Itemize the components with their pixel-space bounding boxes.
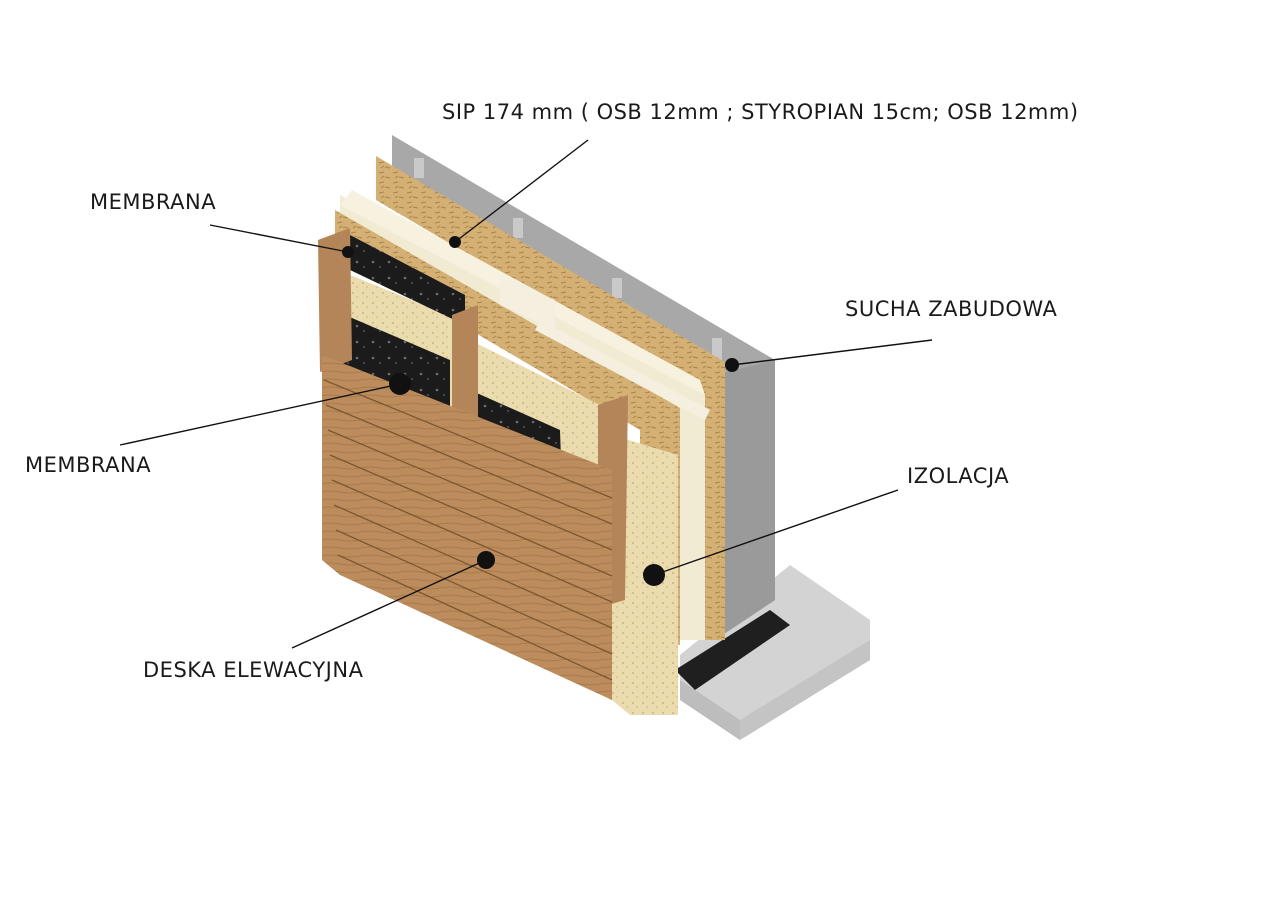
leader-line-sip xyxy=(454,139,589,243)
drywall-layer xyxy=(392,135,775,640)
label-sip: SIP 174 mm ( OSB 12mm ; STYROPIAN 15cm; … xyxy=(442,100,1079,124)
cladding-boards xyxy=(322,355,613,700)
leader-line-membrana-mid xyxy=(119,383,401,446)
label-membrana-mid: MEMBRANA xyxy=(25,453,152,477)
label-sucha-zabudowa: SUCHA ZABUDOWA xyxy=(845,297,1058,321)
leader-line-deska xyxy=(291,559,487,649)
dot-deska xyxy=(477,551,495,569)
concrete-foundation xyxy=(675,565,870,740)
leader-line-sucha-zabudowa xyxy=(731,339,933,366)
label-membrana-top: MEMBRANA xyxy=(90,190,217,214)
leader-line-izolacja xyxy=(653,489,899,576)
leader-lines xyxy=(119,139,933,649)
dot-sucha-zabudowa xyxy=(725,358,739,372)
label-deska-elewacyjna: DESKA ELEWACYJNA xyxy=(143,658,364,682)
label-izolacja: IZOLACJA xyxy=(907,464,1010,488)
leader-dots xyxy=(342,236,739,586)
leader-line-membrana-top xyxy=(209,224,349,253)
wood-battens xyxy=(318,228,628,608)
dot-membrana-top xyxy=(342,246,354,258)
dot-membrana-mid xyxy=(389,373,411,395)
dot-sip xyxy=(449,236,461,248)
dot-izolacja xyxy=(643,564,665,586)
